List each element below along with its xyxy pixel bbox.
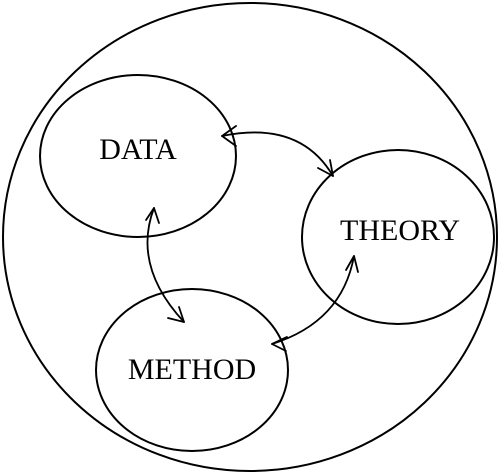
method-theory-arrow-shaft — [271, 255, 355, 345]
data-circle — [39, 74, 237, 238]
method-arrowhead-2 — [271, 336, 288, 352]
theory-arrowhead-2 — [345, 255, 359, 273]
data-theory-arrow-shaft — [221, 131, 334, 177]
method-circle — [95, 288, 289, 452]
data-arrowhead-2 — [145, 207, 160, 224]
data-label: DATA — [99, 133, 177, 166]
method-arrowhead-1 — [167, 306, 185, 323]
method-theory-arrow — [271, 255, 359, 352]
method-label: METHOD — [128, 353, 256, 386]
theory-arrowhead-1 — [317, 159, 334, 177]
theory-circle — [301, 149, 495, 325]
data-method-arrow-shaft — [146, 207, 185, 323]
theory-label: THEORY — [340, 214, 460, 247]
data-method-arrow — [145, 207, 185, 323]
data-arrowhead-1 — [221, 125, 237, 147]
data-theory-arrow — [221, 125, 334, 177]
outer-circle — [2, 2, 498, 472]
